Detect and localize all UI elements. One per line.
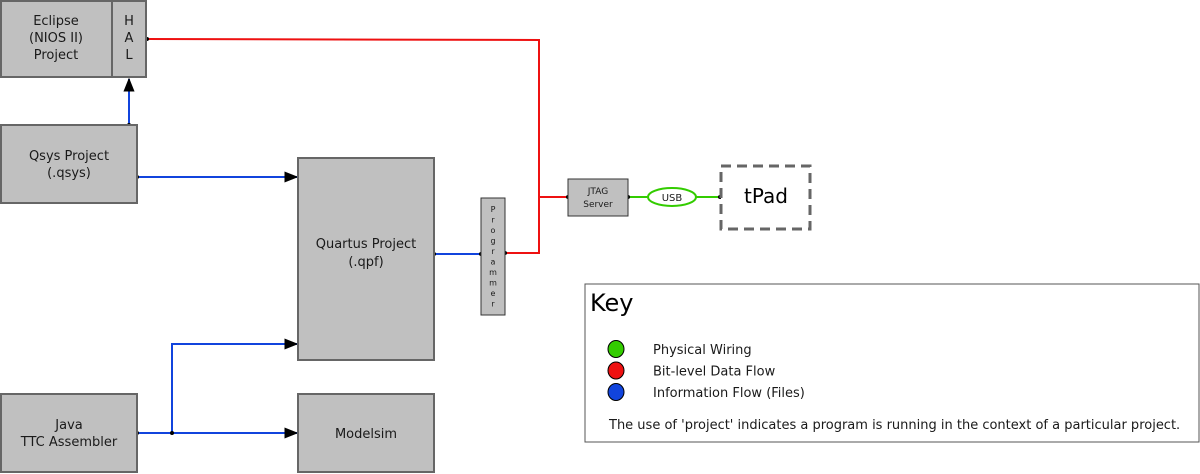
tpad-device-node[interactable]: tPad: [719, 164, 812, 231]
legend-label: Bit-level Data Flow: [653, 365, 776, 380]
hal-node[interactable]: H A L: [111, 0, 147, 78]
eclipse-label-line-1: Eclipse: [33, 14, 79, 29]
legend-label: Physical Wiring: [653, 343, 752, 358]
qsys-label-line-2: (.qsys): [47, 166, 91, 181]
usb-label: USB: [662, 193, 683, 204]
java-label-line-1: Java: [54, 418, 82, 433]
jtag-label-line-2: Server: [583, 200, 613, 210]
jtag-label-line-1: JTAG: [587, 187, 608, 197]
hal-letter-a: A: [125, 31, 134, 46]
key-title: Key: [590, 289, 634, 317]
programmer-letter: o: [491, 226, 496, 235]
programmer-letter: r: [491, 247, 495, 256]
legend-swatch-icon: [607, 361, 625, 380]
eclipse-label-line-2: (NIOS II): [29, 31, 83, 46]
legend-label: Information Flow (Files): [653, 386, 805, 401]
bitlevel-line-hal: [146, 38, 540, 197]
java-ttc-assembler-node[interactable]: Java TTC Assembler: [0, 393, 138, 473]
java-label-line-2: TTC Assembler: [20, 435, 118, 450]
tpad-label: tPad: [744, 184, 788, 208]
info-line-java-quartus: [171, 338, 299, 433]
programmer-letter: r: [491, 216, 495, 225]
quartus-label-line-2: (.qpf): [348, 255, 383, 270]
qsys-label-line-1: Qsys Project: [29, 149, 109, 164]
jtag-server-node[interactable]: JTAG Server: [567, 178, 629, 217]
quartus-label-line-1: Quartus Project: [316, 237, 417, 252]
programmer-letter: e: [491, 289, 496, 298]
programmer-letter: m: [489, 268, 497, 277]
eclipse-project-node[interactable]: Eclipse (NIOS II) Project: [0, 0, 113, 78]
programmer-letter: m: [489, 279, 497, 288]
legend-swatch-icon: [607, 383, 625, 401]
programmer-letter: P: [491, 205, 496, 214]
modelsim-label: Modelsim: [335, 427, 397, 442]
key-note: The use of 'project' indicates a program…: [608, 418, 1180, 433]
bitlevel-line-programmer: [505, 196, 568, 254]
legend-swatch-icon: [607, 340, 625, 358]
eclipse-label-line-3: Project: [34, 48, 78, 63]
programmer-letter: r: [491, 300, 495, 309]
quartus-project-node[interactable]: Quartus Project (.qpf): [297, 157, 435, 361]
modelsim-node[interactable]: Modelsim: [297, 393, 435, 473]
hal-letter-h: H: [124, 14, 134, 29]
qsys-project-node[interactable]: Qsys Project (.qsys): [0, 124, 138, 204]
programmer-letter: a: [491, 258, 496, 267]
hal-letter-l: L: [125, 48, 133, 63]
usb-connector-node[interactable]: USB: [647, 187, 697, 207]
programmer-letter: g: [490, 237, 495, 246]
